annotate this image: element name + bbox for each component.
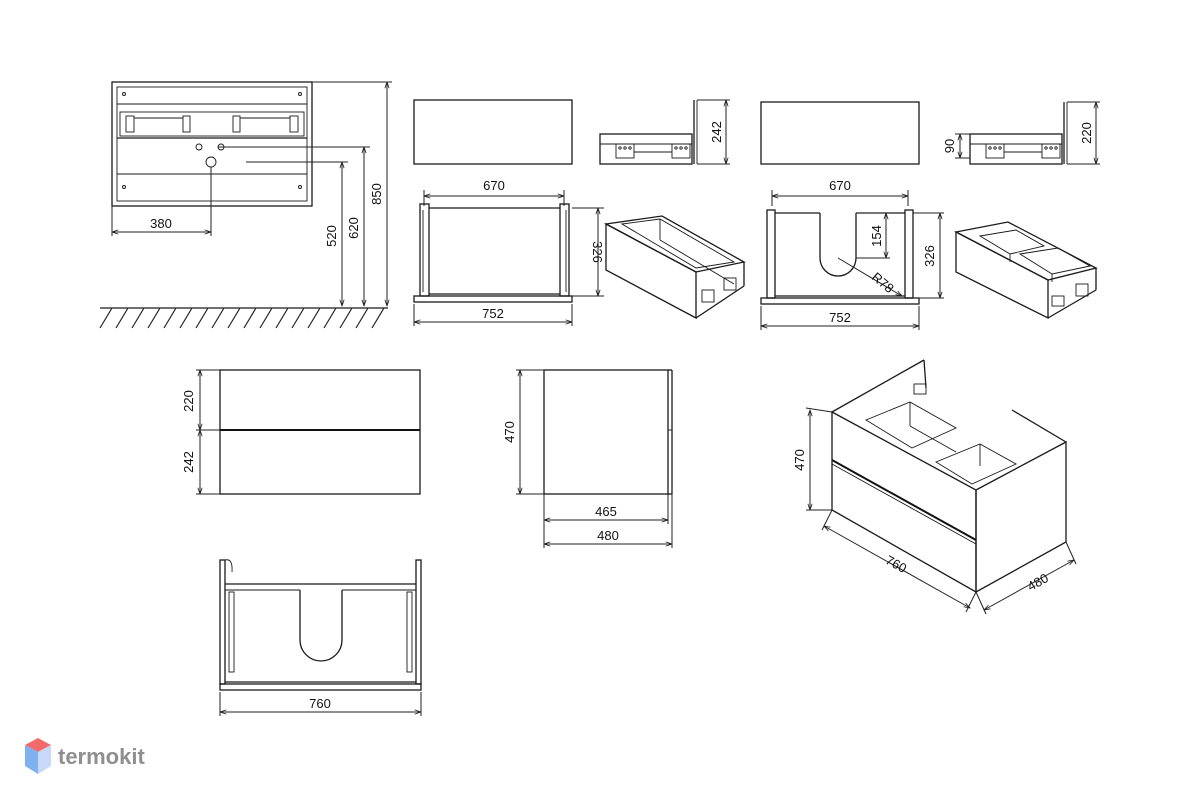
dim-326-b: 326 (922, 245, 937, 267)
dim-752-b: 752 (829, 310, 851, 325)
dim-670-b: 670 (829, 178, 851, 193)
front-fascia-view: 220 242 (181, 370, 421, 494)
plan-u-cut-view: 760 (220, 559, 421, 716)
dim-380: 380 (150, 216, 172, 231)
dim-480-iso: 480 (1025, 570, 1051, 594)
dim-760-iso: 760 (883, 552, 909, 576)
isometric-cabinet-view: 470 760 480 (792, 359, 1077, 615)
dim-850: 850 (369, 183, 384, 205)
dim-242-front: 242 (181, 451, 196, 473)
dim-r78: R78 (869, 269, 897, 296)
dim-90: 90 (942, 139, 957, 153)
dim-620: 620 (346, 217, 361, 239)
dim-465: 465 (595, 504, 617, 519)
dim-760-plan: 760 (309, 696, 331, 711)
dim-480-side: 480 (597, 528, 619, 543)
dim-326-a: 326 (590, 241, 605, 263)
dim-470-side: 470 (502, 421, 517, 443)
top-drawer-views: 670 752 326 242 (414, 100, 746, 326)
dim-520: 520 (324, 225, 339, 247)
front-elevation-view: 380 520 620 850 (99, 82, 392, 329)
dim-220-profile: 220 (1079, 122, 1094, 144)
dim-670-a: 670 (483, 178, 505, 193)
dim-220-front: 220 (181, 390, 196, 412)
brand-name: termokit (58, 744, 145, 769)
u-cut-drawer-views: 670 752 154 R78 326 (761, 102, 1100, 330)
side-view: 470 465 480 (502, 370, 672, 548)
brand-logo: termokit (25, 738, 145, 774)
dim-242-profile: 242 (709, 121, 724, 143)
dim-470-iso: 470 (792, 449, 807, 471)
dim-752-a: 752 (482, 306, 504, 321)
dim-154: 154 (869, 225, 884, 247)
